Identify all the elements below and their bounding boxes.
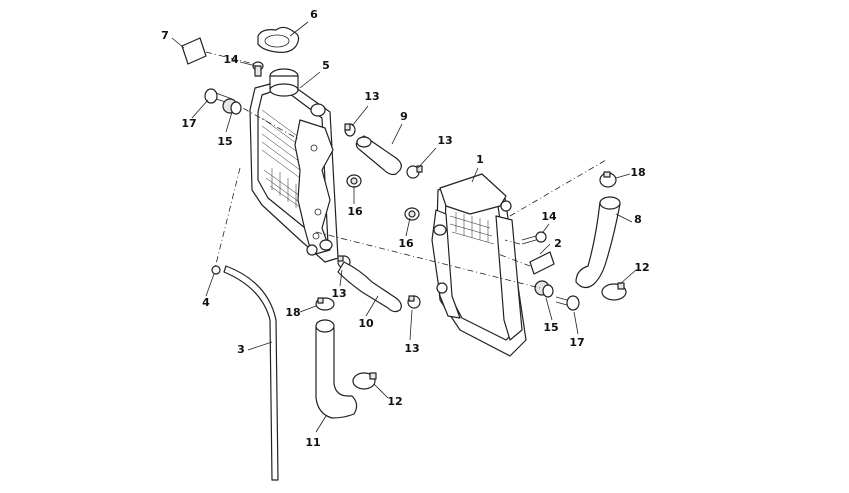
callout-15-left: 15 (217, 135, 232, 148)
clamp-13-b (406, 165, 423, 179)
clamp-12-lower (352, 372, 377, 390)
grommet-15-right (534, 280, 554, 298)
callout-10: 10 (358, 317, 374, 330)
callout-6: 6 (310, 8, 318, 21)
callout-15-right: 15 (543, 321, 558, 334)
bolt-17-left (204, 88, 233, 105)
left-radiator-fins (261, 109, 305, 211)
callout-7: 7 (161, 29, 169, 42)
callout-16-right: 16 (398, 237, 414, 250)
clamp-18-right (599, 171, 617, 188)
grommet-16-left (346, 174, 362, 188)
callout-9: 9 (400, 110, 408, 123)
callout-12-lower: 12 (387, 395, 402, 408)
callout-14-upper: 14 (223, 53, 239, 66)
callout-3: 3 (237, 343, 245, 356)
callout-17-right: 17 (569, 336, 584, 349)
clamp-13-a (344, 123, 356, 137)
clamp-18-left (315, 297, 335, 311)
bolt-17-right (555, 295, 580, 311)
grommet-15-left (222, 98, 242, 115)
overflow-tube-3 (223, 265, 279, 481)
hose-9 (355, 135, 402, 176)
radiator-cap (257, 26, 300, 53)
callout-12-right: 12 (634, 261, 649, 274)
callout-14-right: 14 (541, 210, 557, 223)
bolt-14-upper (252, 61, 264, 77)
callout-2: 2 (554, 237, 562, 250)
callout-13-d: 13 (404, 342, 419, 355)
callout-13-c: 13 (331, 287, 346, 300)
callout-1: 1 (476, 153, 484, 166)
hose-10 (337, 261, 402, 313)
clamp-13-d (407, 295, 421, 309)
callout-18-left: 18 (285, 306, 300, 319)
left-radiator (249, 68, 339, 263)
hose-11 (315, 319, 358, 419)
callout-11: 11 (305, 436, 320, 449)
clip-4 (211, 265, 221, 275)
right-radiator (431, 173, 527, 357)
callout-18-right: 18 (630, 166, 645, 179)
callout-16-left: 16 (347, 205, 363, 218)
callout-8: 8 (634, 213, 642, 226)
callout-13-a: 13 (364, 90, 379, 103)
info-label-plate-right (529, 251, 555, 275)
leader-lines (171, 21, 637, 433)
callout-5: 5 (322, 59, 330, 72)
right-radiator-fins (449, 212, 495, 245)
bolt-14-right (521, 231, 547, 245)
hose-8 (575, 196, 621, 289)
clamp-12-right (601, 282, 627, 301)
grommet-16-right (404, 207, 420, 221)
callout-17-left: 17 (181, 117, 196, 130)
info-label-plate (181, 37, 207, 65)
callout-labels: 1 2 3 4 5 6 7 8 9 10 11 12 12 13 13 13 1… (161, 8, 649, 449)
callout-13-b: 13 (437, 134, 452, 147)
callout-4: 4 (202, 296, 210, 309)
